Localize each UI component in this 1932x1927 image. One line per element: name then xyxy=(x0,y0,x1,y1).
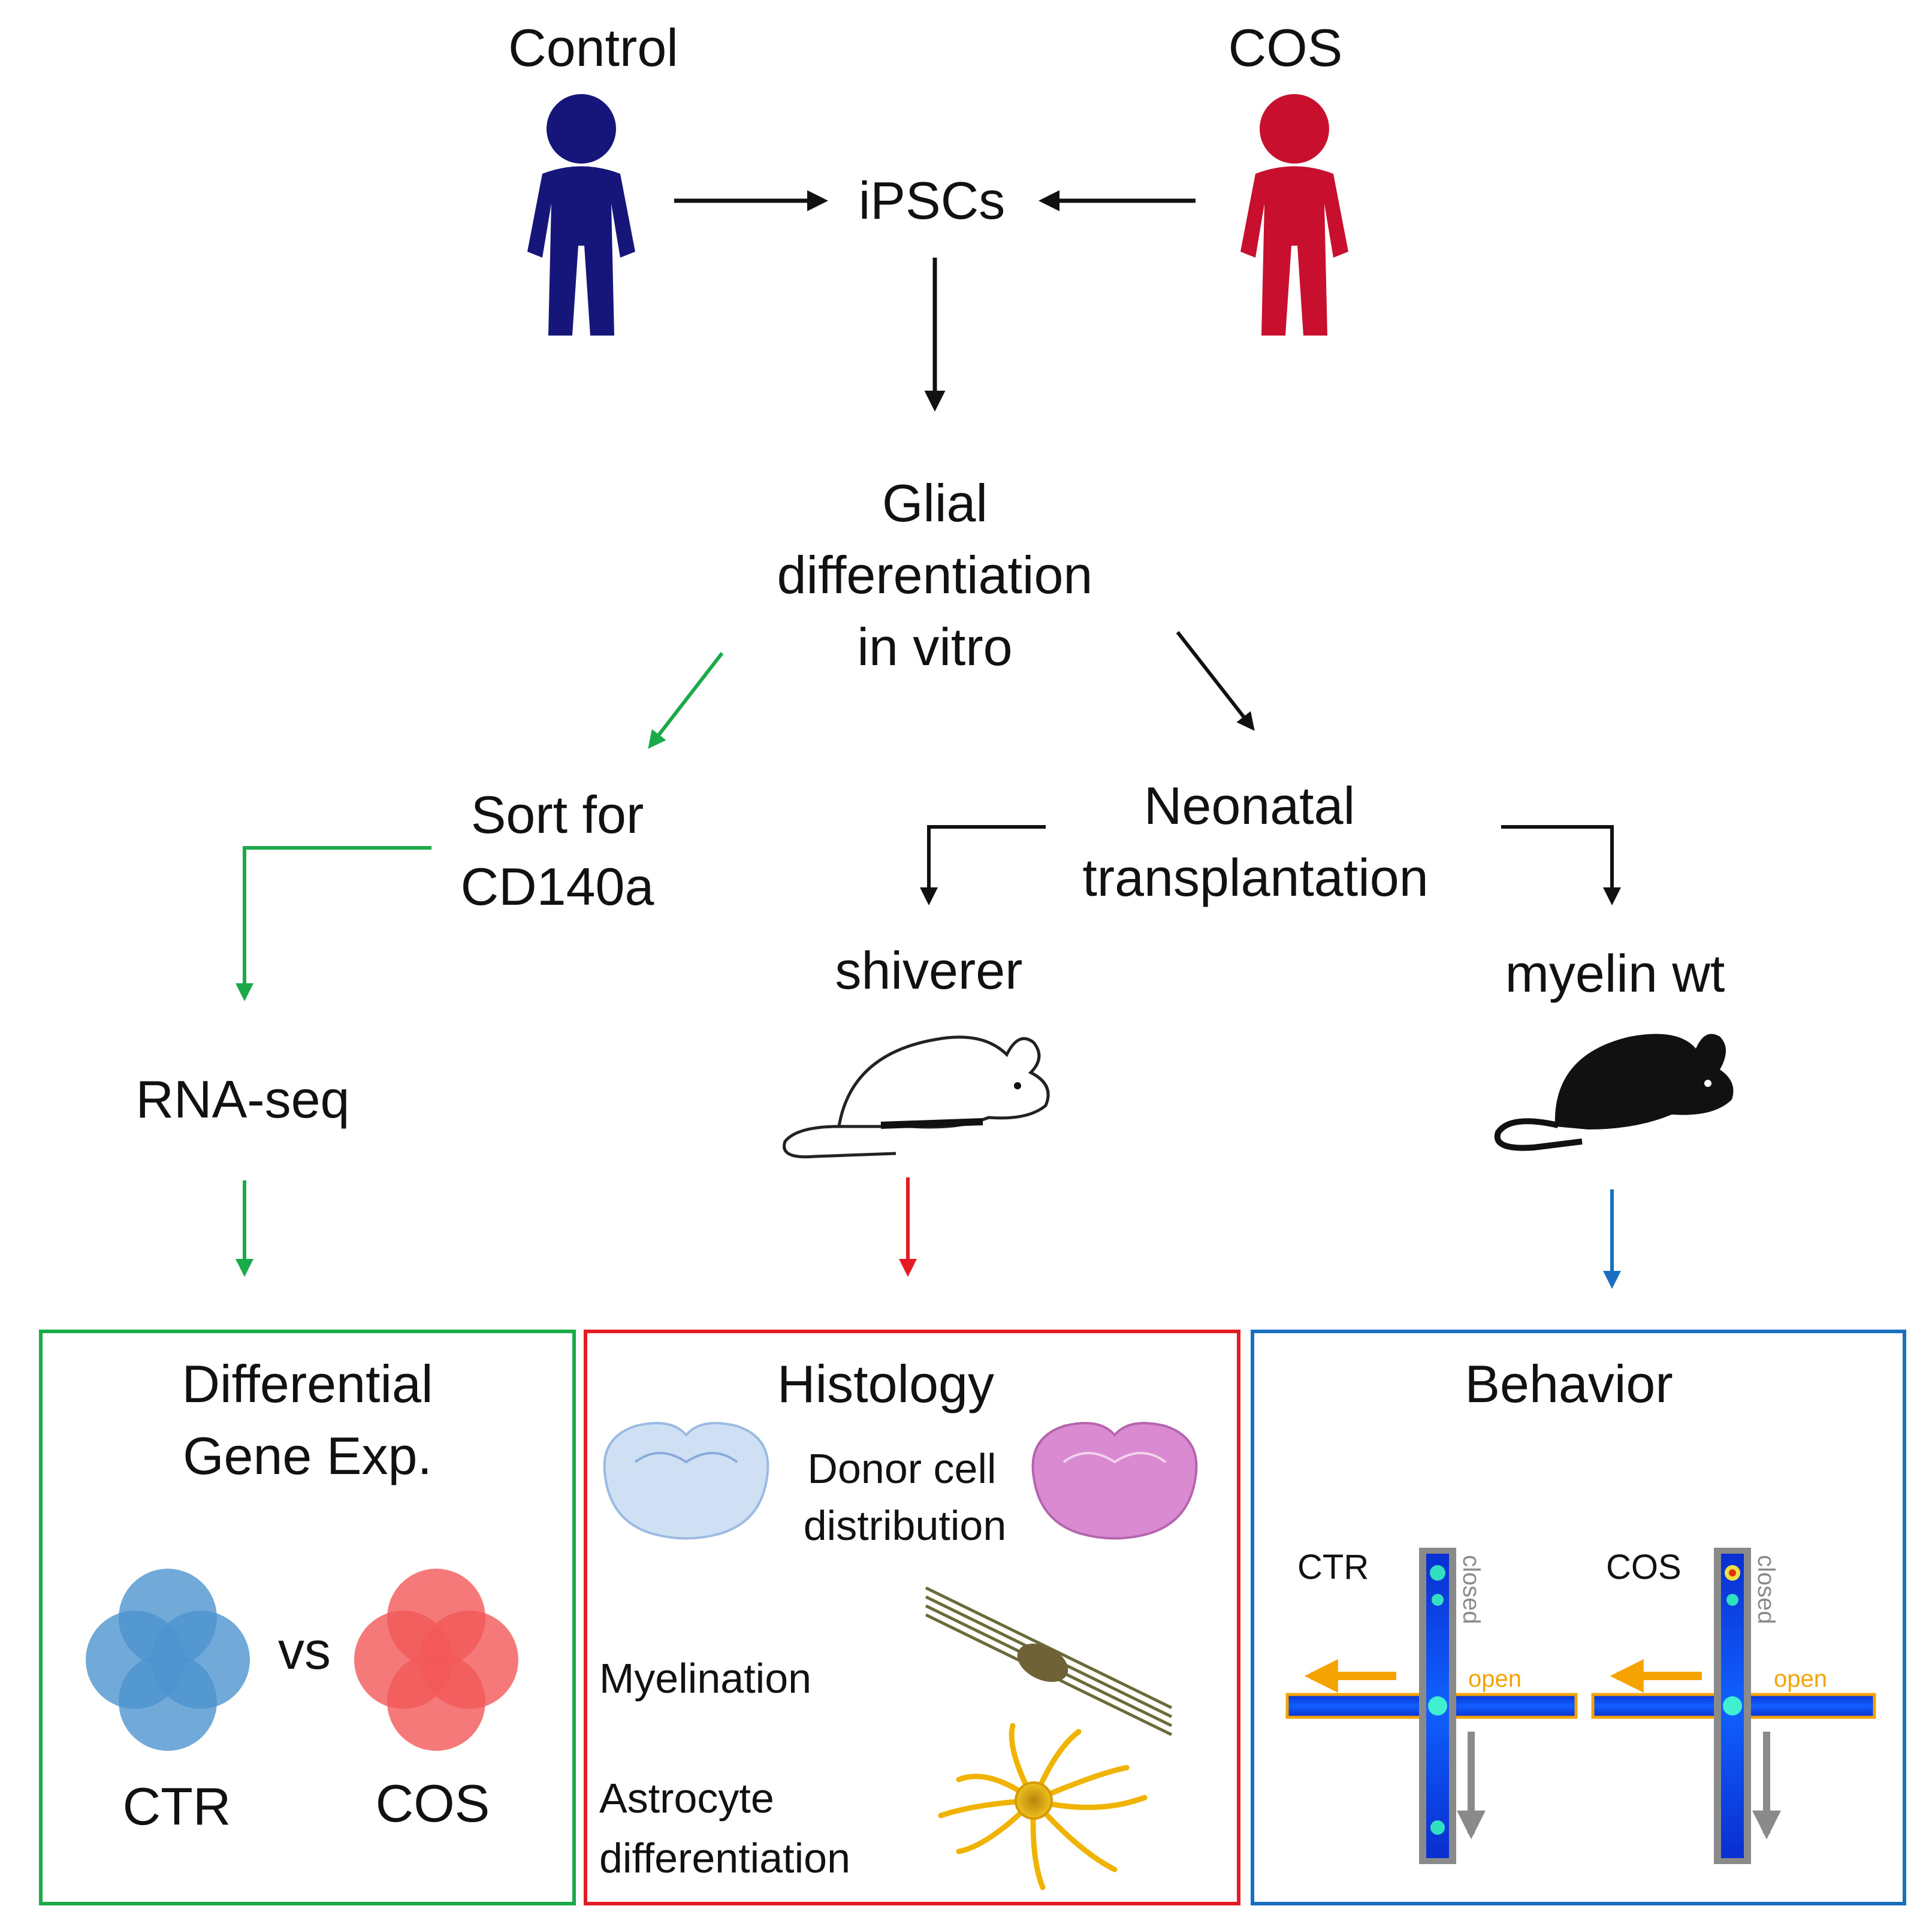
cos-child-icon xyxy=(1240,94,1348,336)
arrow-neonatal-to-shiverer xyxy=(920,825,1046,905)
myelin-wt-label: myelin wt xyxy=(1505,944,1725,1003)
astro-line-2: differentiation xyxy=(599,1835,850,1881)
gene-panel-title-2: Gene Exp. xyxy=(183,1426,432,1485)
sort-line-1: Sort for xyxy=(471,785,644,844)
donor-line-1: Donor cell xyxy=(807,1445,996,1492)
shiverer-label: shiverer xyxy=(835,941,1023,1000)
cos-venn-icon xyxy=(354,1569,518,1751)
myelinated-axon-icon xyxy=(925,1586,1173,1736)
cos-maze-icon xyxy=(1591,1548,1876,1864)
sort-line-2: CD140a xyxy=(461,857,654,916)
cos-label: COS xyxy=(1228,18,1343,77)
arrow-sort-to-rnaseq xyxy=(236,846,431,1001)
cos-closed-label: closed xyxy=(1753,1555,1779,1624)
gene-panel-title-1: Differential xyxy=(182,1354,433,1413)
gene-panel-vs: vs xyxy=(278,1621,331,1680)
control-label: Control xyxy=(508,18,678,77)
glial-line-2: differentiation xyxy=(777,545,1093,605)
wt-mouse-icon xyxy=(1494,1034,1734,1151)
cos-open-label: open xyxy=(1774,1666,1827,1692)
astro-line-1: Astrocyte xyxy=(599,1775,774,1822)
brain-section-blue-icon xyxy=(603,1422,769,1540)
ipscs-label: iPSCs xyxy=(859,171,1006,230)
ctr-venn-icon xyxy=(86,1569,250,1751)
gene-panel-cos: COS xyxy=(376,1774,490,1833)
ctr-closed-label: closed xyxy=(1458,1555,1484,1624)
donor-line-2: distribution xyxy=(804,1502,1007,1549)
gene-panel-ctr: CTR xyxy=(123,1777,231,1836)
astrocyte-icon xyxy=(938,1723,1148,1890)
myelination-label: Myelination xyxy=(599,1655,811,1702)
glial-line-3: in vitro xyxy=(857,617,1012,676)
ctr-open-label: open xyxy=(1468,1666,1522,1692)
glial-line-1: Glial xyxy=(882,473,988,533)
rnaseq-label: RNA-seq xyxy=(136,1070,350,1129)
behavior-panel-title: Behavior xyxy=(1465,1354,1673,1413)
histology-panel-frame xyxy=(584,1330,1240,1905)
neonatal-line-1: Neonatal xyxy=(1144,776,1355,835)
neonatal-line-2: transplantation xyxy=(1082,848,1428,907)
gene-panel-frame xyxy=(39,1330,576,1905)
behavior-cos-label: COS xyxy=(1606,1548,1682,1587)
arrow-neonatal-to-wt xyxy=(1501,825,1621,905)
brain-section-pink-icon xyxy=(1031,1422,1198,1540)
behavior-panel-frame xyxy=(1251,1330,1906,1905)
arrow-glial-to-neonatal xyxy=(1176,631,1255,731)
arrow-glial-to-sort xyxy=(648,652,724,749)
behavior-ctr-label: CTR xyxy=(1297,1548,1369,1587)
histology-panel-title: Histology xyxy=(777,1354,994,1413)
control-child-icon xyxy=(527,94,635,336)
shiverer-mouse-icon xyxy=(783,1035,1050,1159)
ctr-maze-icon xyxy=(1285,1548,1578,1864)
